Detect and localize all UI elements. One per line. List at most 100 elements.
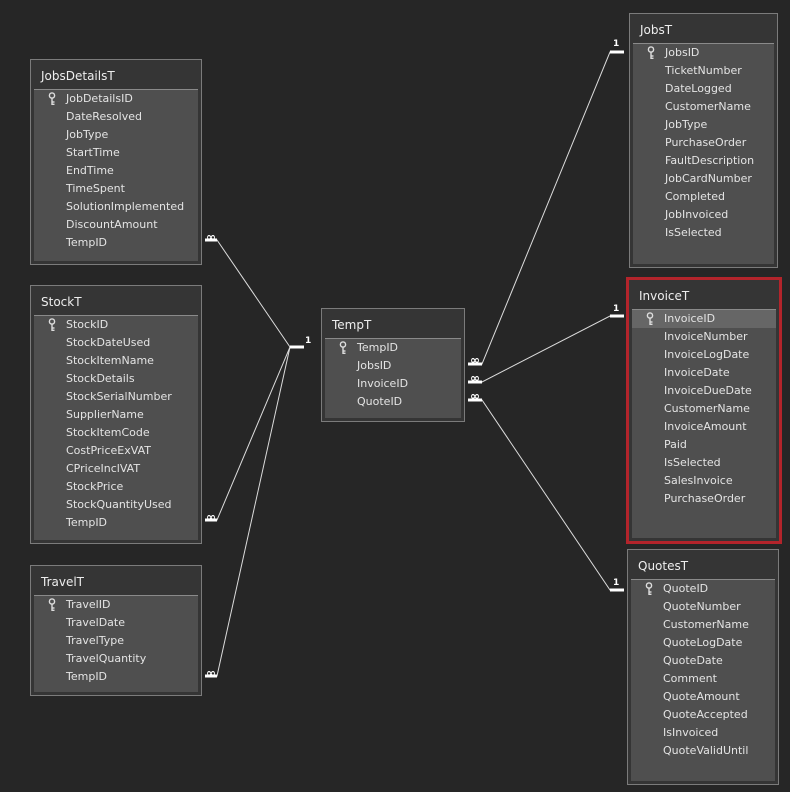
field-row[interactable]: QuoteID [325, 393, 461, 411]
field-row[interactable]: InvoiceID [632, 310, 776, 328]
field-row[interactable]: TravelType [34, 632, 198, 650]
field-row[interactable]: CustomerName [632, 400, 776, 418]
field-row[interactable]: TimeSpent [34, 180, 198, 198]
field-row[interactable]: TravelQuantity [34, 650, 198, 668]
field-row[interactable]: TravelDate [34, 614, 198, 632]
field-name: StockItemCode [66, 426, 150, 439]
field-row[interactable]: QuoteNumber [631, 598, 775, 616]
field-row[interactable]: InvoiceDueDate [632, 382, 776, 400]
field-row[interactable]: CostPriceExVAT [34, 442, 198, 460]
table-title[interactable]: JobsDetailsT [41, 69, 115, 83]
field-row[interactable]: JobsID [325, 357, 461, 375]
table-title[interactable]: QuotesT [638, 559, 689, 573]
field-name: JobDetailsID [66, 92, 133, 105]
field-row[interactable]: JobType [633, 116, 774, 134]
field-row[interactable]: QuoteAccepted [631, 706, 775, 724]
field-row[interactable]: StockQuantityUsed [34, 496, 198, 514]
field-row[interactable]: DateResolved [34, 108, 198, 126]
field-row[interactable]: JobType [34, 126, 198, 144]
field-row[interactable]: PurchaseOrder [633, 134, 774, 152]
table-title[interactable]: TempT [332, 318, 372, 332]
field-row[interactable]: InvoiceAmount [632, 418, 776, 436]
field-row[interactable]: StockSerialNumber [34, 388, 198, 406]
field-row[interactable]: SupplierName [34, 406, 198, 424]
field-row[interactable]: IsSelected [632, 454, 776, 472]
field-row[interactable]: Paid [632, 436, 776, 454]
relationship-line-temp-jobs[interactable] [468, 51, 624, 365]
field-row[interactable]: IsSelected [633, 224, 774, 242]
field-row[interactable]: DiscountAmount [34, 216, 198, 234]
table-title[interactable]: JobsT [640, 23, 673, 37]
field-row[interactable]: DateLogged [633, 80, 774, 98]
field-row[interactable]: StockItemName [34, 352, 198, 370]
field-name: DiscountAmount [66, 218, 158, 231]
field-row[interactable]: StockItemCode [34, 424, 198, 442]
field-row[interactable]: QuoteID [631, 580, 775, 598]
field-row[interactable]: InvoiceLogDate [632, 346, 776, 364]
relationship-line-jobsdetails-temp[interactable] [205, 239, 304, 348]
table-title[interactable]: TravelT [41, 575, 85, 589]
field-row[interactable]: QuoteAmount [631, 688, 775, 706]
field-row[interactable]: InvoiceNumber [632, 328, 776, 346]
relationship-line-temp-invoice[interactable] [468, 315, 624, 383]
field-row[interactable]: StockPrice [34, 478, 198, 496]
table-title[interactable]: InvoiceT [639, 289, 690, 303]
field-name: DateLogged [665, 82, 732, 95]
field-row[interactable]: CustomerName [633, 98, 774, 116]
field-row[interactable]: TicketNumber [633, 62, 774, 80]
field-name: StockQuantityUsed [66, 498, 172, 511]
field-row[interactable]: JobsID [633, 44, 774, 62]
field-row[interactable]: IsInvoiced [631, 724, 775, 742]
field-row[interactable]: QuoteLogDate [631, 634, 775, 652]
field-row[interactable]: StockID [34, 316, 198, 334]
field-row[interactable]: SalesInvoice [632, 472, 776, 490]
cardinality-one-jobs: 1 [613, 39, 620, 49]
relationship-line-stock-temp[interactable] [205, 346, 304, 521]
field-row[interactable]: TempID [34, 668, 198, 686]
field-row[interactable]: QuoteDate [631, 652, 775, 670]
relationship-line-temp-quotes[interactable] [468, 399, 624, 591]
field-row[interactable]: QuoteValidUntil [631, 742, 775, 760]
field-row[interactable]: TravelID [34, 596, 198, 614]
field-row[interactable]: EndTime [34, 162, 198, 180]
field-name: QuoteID [663, 582, 709, 595]
field-row[interactable]: CPriceInclVAT [34, 460, 198, 478]
field-row[interactable]: Comment [631, 670, 775, 688]
field-row[interactable]: StockDetails [34, 370, 198, 388]
field-name: CPriceInclVAT [66, 462, 141, 475]
field-row[interactable]: JobCardNumber [633, 170, 774, 188]
field-row[interactable]: StockDateUsed [34, 334, 198, 352]
field-row[interactable]: TempID [34, 514, 198, 532]
field-row[interactable]: JobInvoiced [633, 206, 774, 224]
field-row[interactable]: InvoiceID [325, 375, 461, 393]
field-row[interactable]: InvoiceDate [632, 364, 776, 382]
field-row[interactable]: CustomerName [631, 616, 775, 634]
table-title[interactable]: StockT [41, 295, 82, 309]
field-name: CostPriceExVAT [66, 444, 151, 457]
relationship-line-travel-temp[interactable] [205, 346, 304, 677]
field-row[interactable]: JobDetailsID [34, 90, 198, 108]
field-row[interactable]: StartTime [34, 144, 198, 162]
field-row[interactable]: TempID [34, 234, 198, 252]
field-row[interactable]: SolutionImplemented [34, 198, 198, 216]
field-row[interactable]: PurchaseOrder [632, 490, 776, 508]
field-row[interactable]: TempID [325, 339, 461, 357]
field-name: JobCardNumber [665, 172, 752, 185]
field-row[interactable]: FaultDescription [633, 152, 774, 170]
field-row[interactable]: Completed [633, 188, 774, 206]
